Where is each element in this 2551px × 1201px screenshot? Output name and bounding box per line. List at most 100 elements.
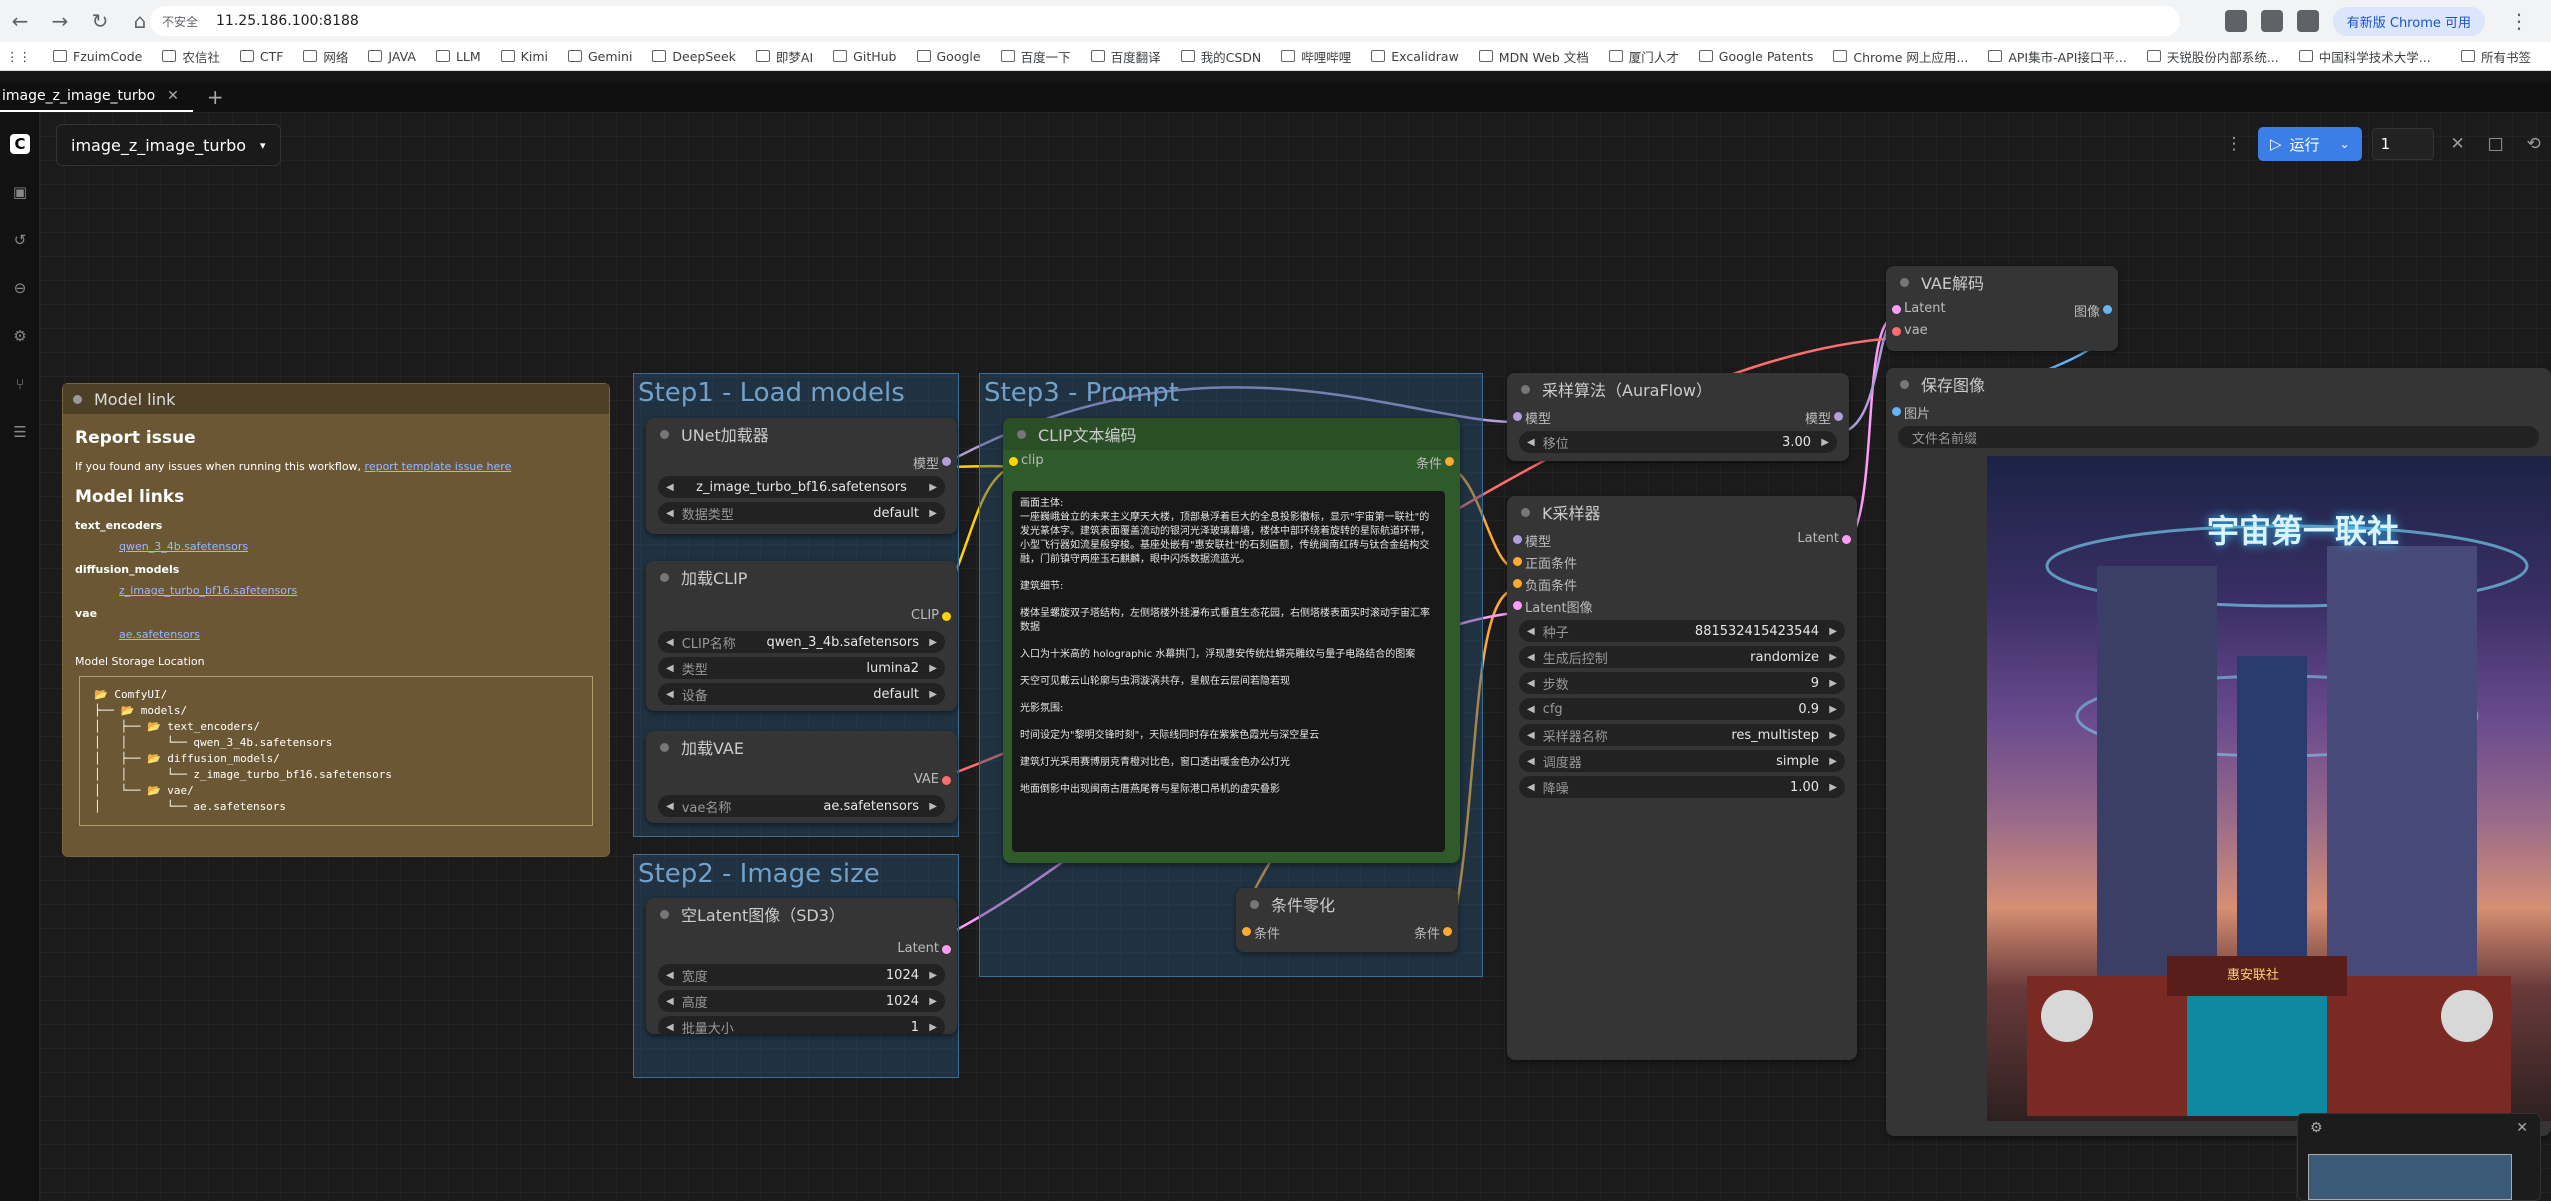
bookmark-item[interactable]: 我的CSDN [1180, 47, 1261, 66]
bookmark-item[interactable]: 网络 [303, 47, 348, 66]
settings-icon[interactable]: ⚙ [2310, 1120, 2323, 1136]
bookmark-item[interactable]: 天锐股份内部系统... [2146, 47, 2279, 66]
model-library-icon[interactable]: ⊖ [13, 279, 27, 297]
image-icon[interactable]: ▣ [12, 183, 28, 201]
drag-handle-icon[interactable]: ⋮ [2225, 134, 2243, 154]
extension-icon[interactable] [2224, 10, 2247, 32]
latent-input-port[interactable] [1892, 305, 1901, 314]
bookmark-item[interactable]: API集市-API接口平... [1988, 47, 2127, 66]
latent-output-port[interactable] [1842, 535, 1851, 544]
clip-output-port[interactable] [942, 612, 951, 621]
close-icon[interactable]: ✕ [2450, 134, 2465, 154]
negative-input-port[interactable] [1513, 579, 1522, 588]
link-qwen[interactable]: qwen_3_4b.safetensors [119, 540, 249, 553]
note-model-link[interactable]: Model link Report issue If you found any… [62, 383, 610, 857]
stop-icon[interactable]: □ [2487, 134, 2504, 154]
node-unet-loader[interactable]: UNet加载器 模型 ◀z_image_turbo_bf16.safetenso… [646, 418, 957, 534]
unet-name-combo[interactable]: ◀z_image_turbo_bf16.safetensors▶ [658, 476, 945, 498]
all-bookmarks-folder[interactable]: 所有书签 [2460, 47, 2531, 66]
queue-count-input[interactable]: 1 [2371, 128, 2434, 160]
report-link[interactable]: report template issue here [364, 460, 512, 473]
bookmark-item[interactable]: Excalidraw [1371, 49, 1459, 64]
bookmark-item[interactable]: Chrome 网上应用... [1833, 47, 1968, 66]
cond-output-port[interactable] [1443, 927, 1452, 936]
bookmark-item[interactable]: 厦门人才 [1608, 47, 1679, 66]
model-output-port[interactable] [942, 457, 951, 466]
history-icon[interactable]: ⟲ [2526, 134, 2541, 154]
bookmark-item[interactable]: 中国科学技术大学... [2298, 47, 2431, 66]
forward-icon[interactable]: → [51, 9, 69, 33]
add-tab-icon[interactable]: + [206, 85, 224, 109]
generated-image[interactable]: 宇宙第一联社 惠安联社 [1987, 456, 2551, 1121]
puzzle-icon[interactable] [2260, 10, 2283, 32]
node-conditioning-zero[interactable]: 条件零化 条件条件 [1236, 888, 1458, 952]
note-title[interactable]: Model link [63, 384, 609, 414]
close-icon[interactable]: ✕ [167, 88, 179, 104]
cond-output-port[interactable] [1445, 457, 1454, 466]
latent-input-port[interactable] [1513, 601, 1522, 610]
reload-icon[interactable]: ↻ [91, 9, 109, 33]
filename-prefix-input[interactable]: 文件名前缀 [1898, 426, 2539, 448]
apps-icon[interactable]: ⋮⋮ [6, 48, 31, 64]
download-icon[interactable] [2296, 10, 2319, 32]
workflow-name-chip[interactable]: image_z_image_turbo▾ [56, 124, 281, 166]
address-bar[interactable]: 不安全 11.25.186.100:8188 [150, 6, 2180, 36]
model-output-port[interactable] [1834, 412, 1843, 421]
bookmark-item[interactable]: Kimi [500, 49, 548, 64]
bookmark-item[interactable]: Gemini [568, 49, 632, 64]
bookmark-item[interactable]: CTF [239, 49, 283, 64]
history-icon[interactable]: ↺ [13, 231, 27, 249]
bookmark-item[interactable]: Google [916, 49, 981, 64]
image-input-port[interactable] [1892, 407, 1901, 416]
url-text[interactable]: 11.25.186.100:8188 [216, 13, 359, 29]
update-chrome-button[interactable]: 有新版 Chrome 可用 [2332, 6, 2485, 36]
bookmark-item[interactable]: DeepSeek [652, 49, 736, 64]
bookmark-item[interactable]: 即梦AI [755, 47, 813, 66]
cond-input-port[interactable] [1242, 927, 1251, 936]
menu-icon[interactable]: ⋮ [2509, 9, 2529, 33]
run-button[interactable]: ▷运行⌄ [2258, 127, 2362, 161]
bookmark-item[interactable]: Google Patents [1698, 49, 1813, 64]
bookmark-item[interactable]: 百度翻译 [1090, 47, 1161, 66]
prompt-textarea[interactable]: 画面主体: 一座巍峨耸立的未来主义摩天大楼，顶部悬浮着巨大的全息投影徽标，显示"… [1012, 491, 1445, 852]
vae-output-port[interactable] [942, 776, 951, 785]
bookmark-item[interactable]: 哔哩哔哩 [1281, 47, 1351, 66]
minimap-viewport[interactable] [2308, 1154, 2512, 1200]
templates-icon[interactable]: ☰ [13, 423, 27, 441]
link-ae[interactable]: ae.safetensors [119, 628, 200, 641]
close-icon[interactable]: ✕ [2516, 1120, 2528, 1136]
clip-input-port[interactable] [1009, 457, 1018, 466]
bookmark-item[interactable]: GitHub [833, 49, 897, 64]
back-icon[interactable]: ← [11, 9, 29, 33]
image-output-port[interactable] [2103, 305, 2112, 314]
bookmark-item[interactable]: LLM [435, 49, 481, 64]
bookmark-item[interactable]: JAVA [368, 49, 416, 64]
bookmark-item[interactable]: FzuimCode [53, 49, 142, 64]
latent-output-port[interactable] [942, 945, 951, 954]
node-library-icon[interactable]: ⚙ [13, 327, 27, 345]
link-z-image[interactable]: z_image_turbo_bf16.safetensors [119, 584, 298, 597]
bookmark-item[interactable]: 百度一下 [1000, 47, 1071, 66]
minimap[interactable]: ⚙ ✕ [2297, 1113, 2541, 1201]
workflows-icon[interactable]: ⑂ [15, 375, 25, 393]
